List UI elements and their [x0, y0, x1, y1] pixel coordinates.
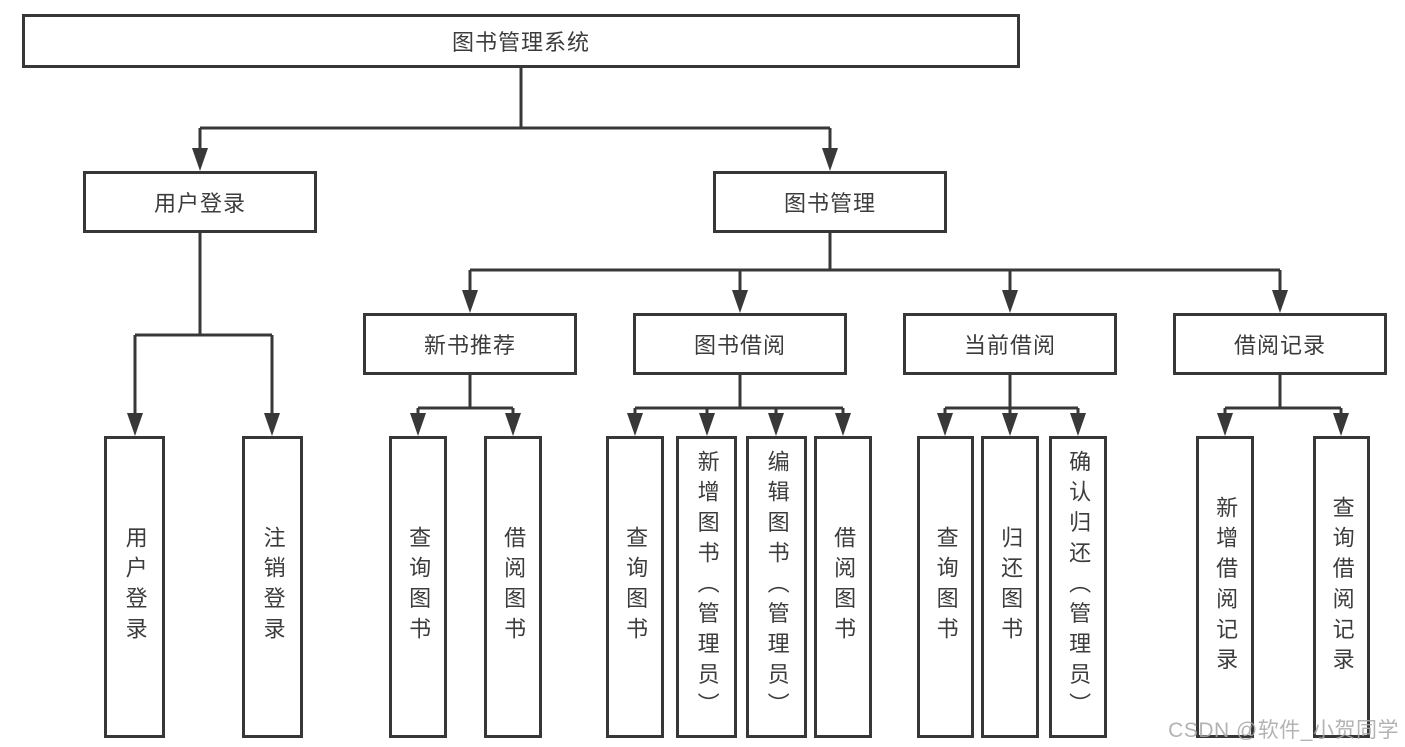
arrow-icon	[1272, 290, 1288, 313]
connector-book-borrow-children	[627, 375, 851, 436]
node-label: 查询借阅记录	[1329, 495, 1355, 679]
connector-root-to-level2	[192, 68, 838, 171]
arrow-icon	[127, 413, 143, 436]
node-label: 新增借阅记录	[1213, 495, 1239, 679]
arrow-icon	[732, 290, 748, 313]
node-label: 图书管理系统	[451, 30, 590, 55]
arrow-icon	[264, 413, 280, 436]
leaf-edit-books-admin: 编辑图书（管理员）	[746, 436, 807, 738]
node-library-management-system: 图书管理系统	[22, 14, 1020, 68]
arrow-icon	[835, 413, 851, 436]
node-label: 查询图书	[933, 526, 959, 648]
connector-current-borrow-children	[937, 375, 1086, 436]
arrow-icon	[505, 413, 521, 436]
leaf-user-login: 用户登录	[104, 436, 165, 738]
connector-new-book-recommend-children	[410, 375, 521, 436]
node-label: 注销登录	[260, 526, 286, 648]
node-current-borrow: 当前借阅	[903, 313, 1117, 375]
arrow-icon	[699, 413, 715, 436]
node-label: 图书借阅	[693, 333, 786, 358]
arrow-icon	[1070, 413, 1086, 436]
leaf-borrow-books: 借阅图书	[814, 436, 872, 738]
node-label: 用户登录	[122, 526, 148, 648]
node-label: 借阅记录	[1233, 333, 1326, 358]
node-label: 新书推荐	[423, 333, 516, 358]
leaf-query-books-current: 查询图书	[917, 436, 974, 738]
leaf-add-borrow-record: 新增借阅记录	[1196, 436, 1254, 738]
arrow-icon	[1002, 290, 1018, 313]
leaf-return-books: 归还图书	[981, 436, 1039, 738]
node-label: 确认归还（管理员）	[1066, 450, 1092, 724]
leaf-add-books-admin: 新增图书（管理员）	[676, 436, 737, 738]
node-label: 图书管理	[783, 191, 876, 216]
arrow-icon	[768, 413, 784, 436]
arrow-icon	[462, 290, 478, 313]
arrow-icon	[627, 413, 643, 436]
node-user-login: 用户登录	[83, 171, 317, 233]
leaf-logout: 注销登录	[242, 436, 303, 738]
arrow-icon	[1217, 413, 1233, 436]
leaf-query-books-recommend: 查询图书	[389, 436, 447, 738]
node-label: 查询图书	[623, 526, 649, 648]
arrow-icon	[822, 148, 838, 171]
arrow-icon	[1333, 413, 1349, 436]
leaf-query-borrow-record: 查询借阅记录	[1313, 436, 1370, 738]
arrow-icon	[410, 413, 426, 436]
node-label: 归还图书	[998, 526, 1024, 648]
node-label: 用户登录	[153, 191, 246, 216]
node-new-book-recommend: 新书推荐	[363, 313, 577, 375]
leaf-confirm-return-admin: 确认归还（管理员）	[1049, 436, 1107, 738]
connector-borrow-records-children	[1217, 375, 1349, 436]
arrow-icon	[937, 413, 953, 436]
connector-book-management-children	[462, 233, 1288, 313]
node-book-borrow: 图书借阅	[633, 313, 847, 375]
node-label: 借阅图书	[501, 526, 527, 648]
node-label: 编辑图书（管理员）	[764, 450, 790, 724]
node-book-management: 图书管理	[713, 171, 947, 233]
leaf-borrow-books-recommend: 借阅图书	[484, 436, 542, 738]
leaf-query-books-borrow: 查询图书	[606, 436, 664, 738]
node-borrow-records: 借阅记录	[1173, 313, 1387, 375]
node-label: 借阅图书	[831, 526, 857, 648]
node-label: 新增图书（管理员）	[694, 450, 720, 724]
watermark: CSDN @软件_小贺同学	[1168, 719, 1399, 742]
node-label: 查询图书	[406, 526, 432, 648]
connector-user-login-children	[127, 233, 280, 436]
arrow-icon	[192, 148, 208, 171]
arrow-icon	[1002, 413, 1018, 436]
node-label: 当前借阅	[963, 333, 1056, 358]
